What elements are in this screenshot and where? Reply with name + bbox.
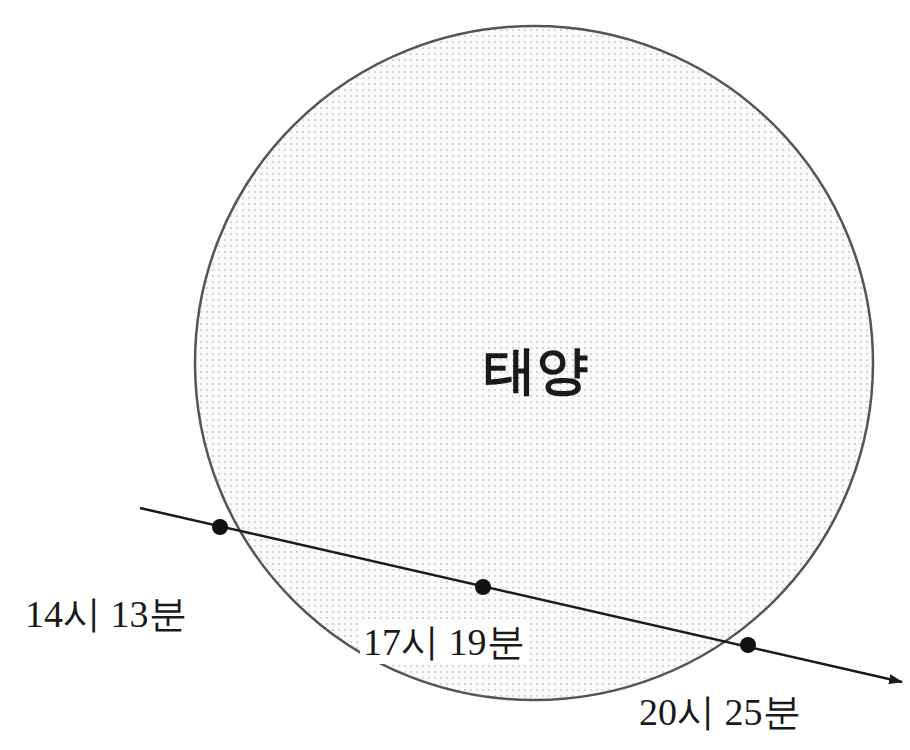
time-label: 20시 25분 bbox=[636, 692, 804, 734]
position-dot bbox=[475, 579, 491, 595]
position-dot bbox=[212, 519, 228, 535]
sun-disc: 태양 bbox=[193, 22, 875, 704]
position-dot bbox=[740, 637, 756, 653]
transit-path bbox=[140, 508, 902, 682]
time-label: 17시 19분 bbox=[360, 622, 528, 664]
time-label: 14시 13분 bbox=[22, 594, 190, 636]
sun-label: 태양 bbox=[484, 342, 588, 399]
